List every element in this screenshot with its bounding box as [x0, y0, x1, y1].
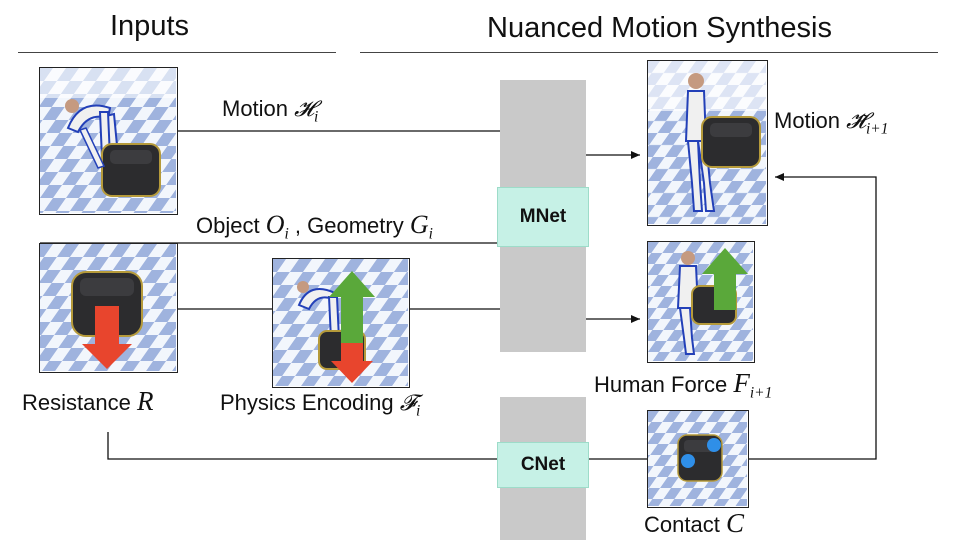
- head: [688, 73, 704, 89]
- resistance-label: Resistance R: [22, 386, 154, 416]
- human-force-arrow-head: [702, 248, 748, 274]
- synthesis-divider: [360, 52, 938, 53]
- resistance-to-cnet-line: [107, 432, 500, 460]
- head: [65, 99, 79, 113]
- cnet-label: CNet: [520, 454, 566, 475]
- human-force-image: [648, 242, 753, 361]
- contact-feedback-arrow: [749, 173, 877, 460]
- force-arrow-shaft: [341, 295, 363, 347]
- motion-output-label: Motion 𝓗̃i+1: [774, 108, 889, 138]
- contact-panel: [647, 410, 749, 508]
- contact-point: [681, 454, 695, 468]
- human-force-label: Human Force Fi+1: [594, 368, 773, 402]
- physics-encoding-image: [273, 259, 408, 386]
- physics-encoding-label: Physics Encoding 𝓕i: [220, 390, 421, 420]
- contact-label: Contact C: [644, 508, 744, 538]
- motion-input-image: [40, 68, 176, 213]
- force-arrow-head: [329, 271, 375, 297]
- mnet-block: MNet: [497, 187, 589, 247]
- resistance-image: [40, 244, 176, 371]
- resistance-arrow-shaft: [341, 343, 363, 363]
- resistance-arrow-head: [82, 344, 132, 369]
- mnet-label: MNet: [519, 206, 567, 227]
- inputs-title: Inputs: [110, 10, 189, 42]
- motion-input-panel: [39, 67, 178, 215]
- object-geometry-label: Object Oi , Geometry Gi: [196, 210, 433, 243]
- resistance-arrow-shaft: [95, 306, 119, 346]
- physics-encoding-panel: [272, 258, 410, 388]
- motion-output-panel: [647, 60, 768, 226]
- contact-image: [648, 411, 747, 506]
- motion-input-label: Motion 𝓗i: [222, 96, 319, 126]
- human-force-panel: [647, 241, 755, 363]
- human-force-arrow-shaft: [714, 272, 736, 310]
- synthesis-title: Nuanced Motion Synthesis: [487, 12, 832, 44]
- contact-point: [707, 438, 721, 452]
- cnet-block: CNet: [497, 442, 589, 488]
- resistance-panel: [39, 243, 178, 373]
- arm: [78, 127, 106, 169]
- inputs-divider: [18, 52, 336, 53]
- resistance-arrow-head: [331, 361, 373, 383]
- motion-output-image: [648, 61, 766, 224]
